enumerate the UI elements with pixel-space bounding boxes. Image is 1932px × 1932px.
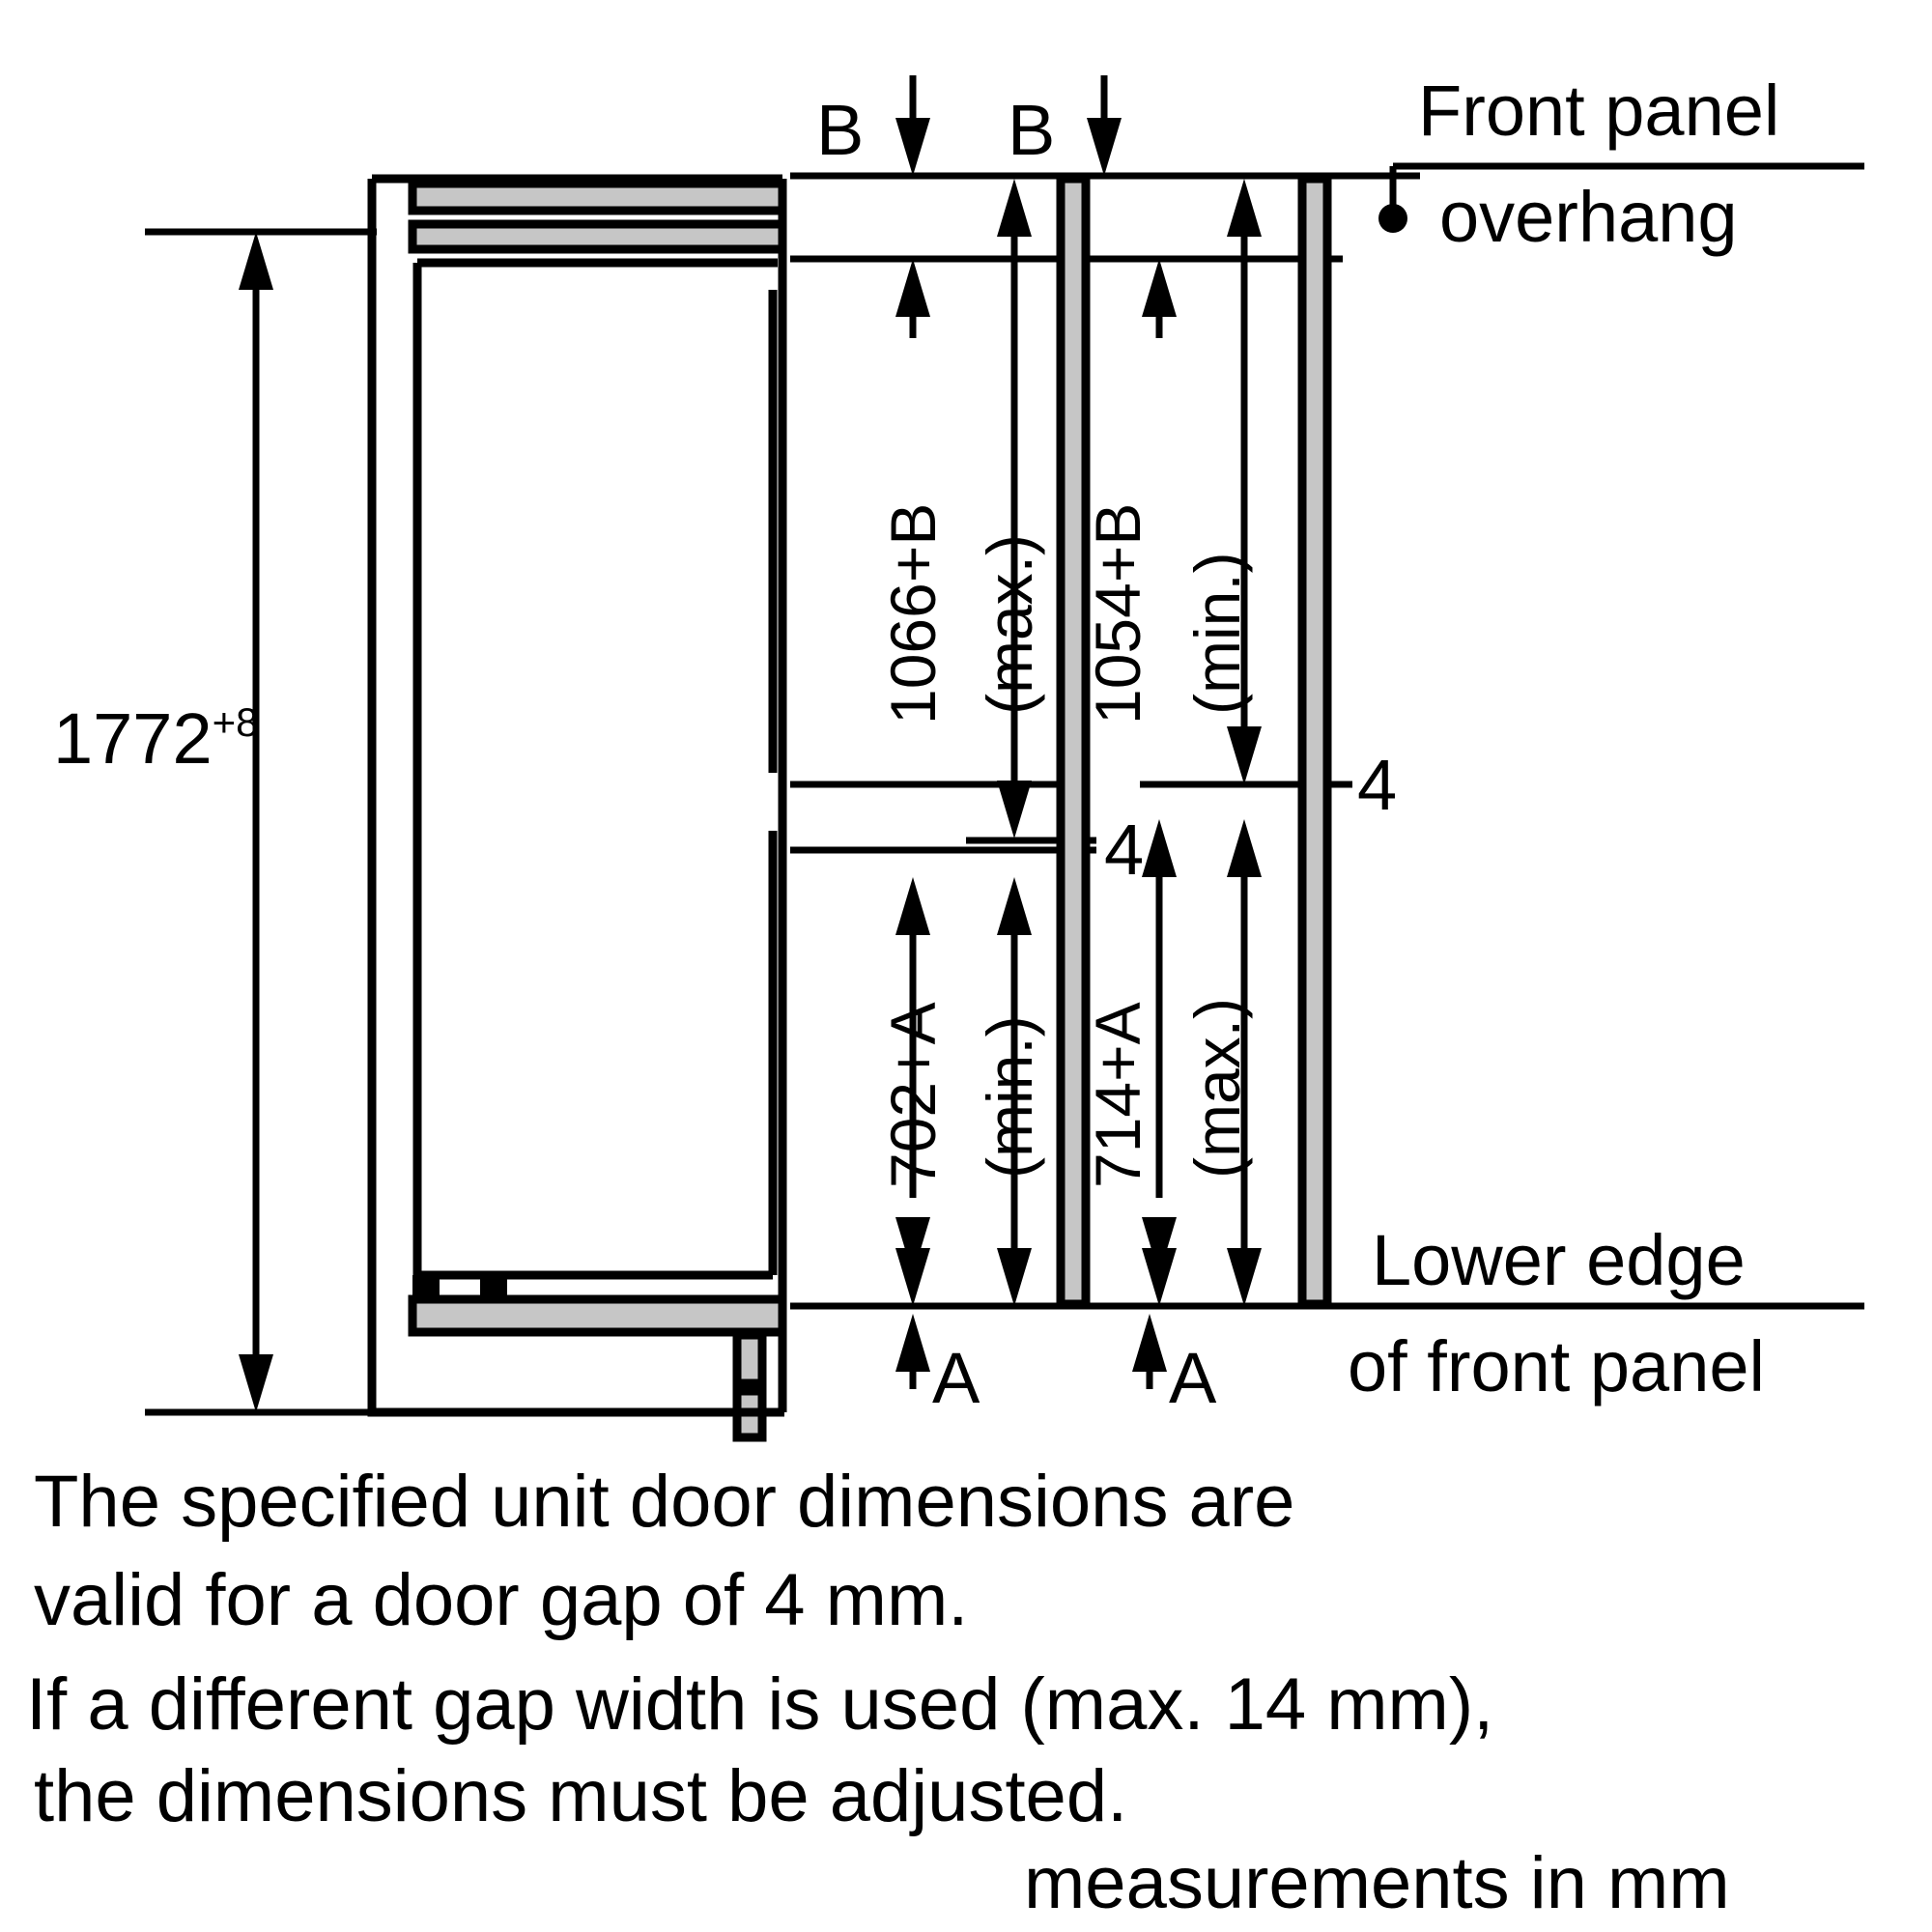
top-panel-bar-upper [408,179,787,215]
overall-height-value: 1772+8 [53,698,259,779]
marker-b-left-label: B [816,90,864,170]
dim-upper-right-qualifier: (min.) [1181,552,1253,715]
front-panel-strips [1056,174,1332,1309]
height-arrow-up [239,232,273,290]
marker-b-right-label: B [1008,90,1055,170]
top-panel-bar-lower [408,219,787,254]
door-inner-outline [412,263,773,1280]
dim-lr-outer-arrow-down [1227,1248,1262,1306]
base-panel-bar [408,1294,787,1337]
marker-b-left-group: B [816,75,930,176]
dimension-lower-left: 702+A (min.) [877,877,1045,1306]
marker-a-left-label: A [932,1338,980,1418]
dim-ul-outer-arrow-down [997,781,1032,838]
overhang-leader-dot [1378,204,1407,233]
dim-ul-inner-arrow-up [895,259,930,317]
marker-a-left-arrow [895,1314,930,1372]
lower-edge-line2: of front panel [1348,1326,1765,1406]
dim-ul-outer-arrow-up [997,179,1032,237]
marker-a-right-label: A [1169,1338,1217,1418]
dim-lower-left-qualifier: (min.) [974,1015,1045,1179]
note-line-2: valid for a door gap of 4 mm. [34,1559,968,1641]
dim-upper-left-value: 1066+B [877,503,949,724]
front-panel-strip-right [1297,174,1332,1309]
lower-edge-line1: Lower edge [1372,1220,1746,1300]
dim-lr-outer-arrow-up [1227,819,1262,877]
marker-b-right-group: B [1008,75,1122,176]
marker-a-right-arrow [1132,1314,1167,1372]
leveling-foot-upper [732,1330,767,1388]
dim-ll-outer-arrow-down [997,1248,1032,1306]
note-line-3: If a different gap width is used (max. 1… [26,1663,1493,1746]
front-panel-strip-left [1056,174,1091,1309]
marker-a-left-group: A [895,1314,980,1418]
marker-a-right-group: A [1132,1314,1217,1418]
dim-lr-inner-arrow-up [1142,819,1177,877]
overall-height-dimension: 1772+8 [53,228,377,1416]
height-arrow-down [239,1354,273,1412]
base-notch-left [412,1275,440,1302]
dim-upper-left-qualifier: (max.) [974,534,1045,715]
gap-label-left: 4 [1104,810,1144,890]
dim-ur-inner-arrow-up [1142,259,1177,317]
units-note: measurements in mm [1024,1842,1730,1924]
marker-b-right-arrow [1087,118,1122,176]
dim-ur-outer-arrow-up [1227,179,1262,237]
dimension-lower-right: 714+A (max.) [1082,819,1262,1306]
base-notch-mid [480,1275,507,1302]
dim-ur-outer-arrow-down [1227,726,1262,784]
dim-ur-inner-arrow-down [1142,1248,1177,1306]
note-line-4: the dimensions must be adjusted. [34,1755,1127,1837]
dim-ul-inner-arrow-down [895,1248,930,1306]
dim-ll-inner-arrow-up [895,877,930,935]
front-panel-overhang-line2: overhang [1439,177,1738,257]
dim-lr-inner-arrow-down [1142,1217,1177,1275]
marker-b-left-arrow [895,118,930,176]
dim-ll-outer-arrow-up [997,877,1032,935]
appliance-drawing [367,174,787,1442]
dimension-upper-right: 1054+B (min.) [1082,179,1262,1306]
front-panel-overhang-line1: Front panel [1418,71,1779,151]
cabinet-outline [367,179,763,1417]
dim-lower-left-value: 702+A [877,1002,949,1188]
dim-ll-inner-arrow-down [895,1217,930,1275]
note-line-1: The specified unit door dimensions are [34,1461,1294,1543]
gap-label-right: 4 [1357,745,1397,825]
dim-upper-right-value: 1054+B [1082,503,1153,724]
dim-lower-right-qualifier: (max.) [1181,998,1253,1179]
dim-lower-right-value: 714+A [1082,1002,1153,1188]
